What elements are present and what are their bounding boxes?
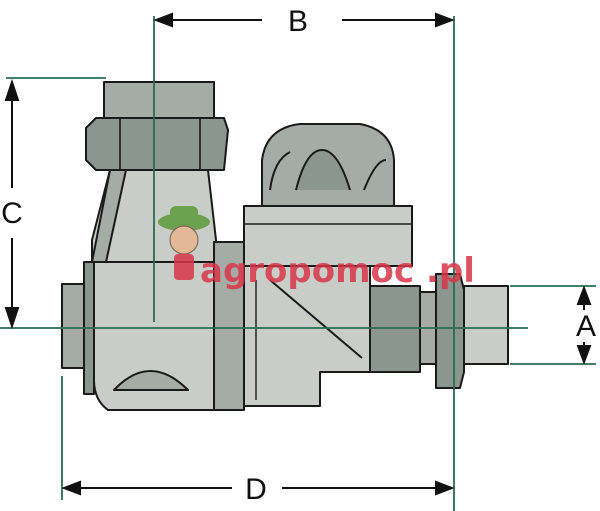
lower-housing xyxy=(93,261,215,411)
watermark: agropomoc .pl xyxy=(158,206,475,291)
swivel-nut-assembly xyxy=(85,81,229,263)
left-cap xyxy=(61,283,85,369)
outlet-nut xyxy=(369,285,421,373)
outlet-hex xyxy=(435,273,465,389)
dimension-label-a: A xyxy=(576,310,596,343)
valve-base xyxy=(243,205,413,267)
nut-cap xyxy=(103,81,215,119)
watermark-suffix: .pl xyxy=(426,251,475,291)
main-body xyxy=(61,241,371,411)
dimension-label-c: C xyxy=(1,197,23,230)
watermark-brand: agropomoc xyxy=(200,251,414,291)
dimension-arrows xyxy=(4,12,592,496)
mascot-icon xyxy=(158,206,210,280)
outlet-fitting xyxy=(369,273,509,389)
valve-head xyxy=(243,123,413,267)
dimension-label-d: D xyxy=(245,473,267,506)
collar xyxy=(213,241,245,411)
dimension-lines xyxy=(0,16,596,511)
outlet-thread xyxy=(463,285,509,365)
hex-nut xyxy=(85,117,229,171)
dimension-label-b: B xyxy=(288,5,308,38)
